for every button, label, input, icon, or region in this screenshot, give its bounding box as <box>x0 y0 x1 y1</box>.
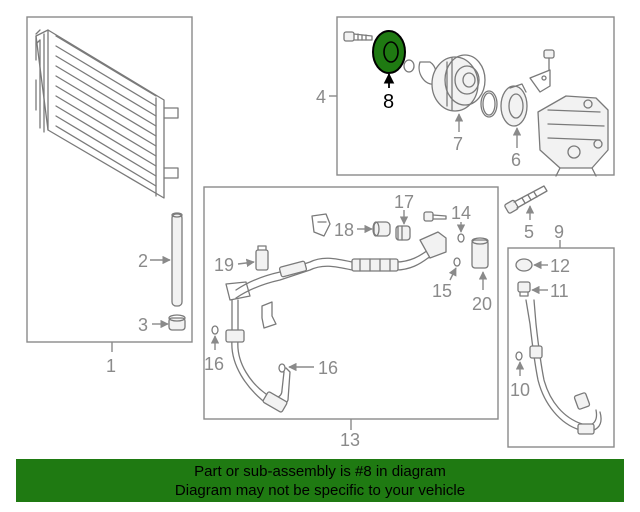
condenser-box <box>26 16 193 343</box>
pulley-icon <box>431 54 486 112</box>
callout-15[interactable]: 15 <box>432 281 452 301</box>
callout-3[interactable]: 3 <box>138 315 148 335</box>
drier-cap-icon <box>168 314 186 331</box>
callout-14[interactable]: 14 <box>451 203 471 223</box>
callout-16b[interactable]: 16 <box>318 358 338 378</box>
o-ring-10-icon <box>515 351 523 361</box>
bracket-icon <box>529 49 555 93</box>
callout-8-highlighted[interactable]: 8 <box>383 91 394 113</box>
callout-1[interactable]: 1 <box>106 356 116 376</box>
pressure-switch-20-icon <box>471 237 489 269</box>
callout-20[interactable]: 20 <box>472 294 492 314</box>
compressor-group <box>336 16 615 177</box>
condenser-icon <box>35 29 179 199</box>
callout-16a[interactable]: 16 <box>204 354 224 374</box>
condenser-group <box>26 16 193 343</box>
field-coil-icon <box>500 83 528 127</box>
callout-6[interactable]: 6 <box>511 150 521 170</box>
o-ring-14-icon <box>457 233 465 243</box>
callout-13[interactable]: 13 <box>340 430 360 450</box>
clutch-hub-plate-highlighted <box>372 30 406 74</box>
clutch-bolt-icon <box>343 31 373 42</box>
info-banner: Part or sub-assembly is #8 in diagram Di… <box>16 459 624 502</box>
cap-12-icon <box>515 258 533 272</box>
rear-lines-group <box>507 247 615 448</box>
shim-icon <box>403 59 415 73</box>
banner-line-part: Part or sub-assembly is #8 in diagram <box>194 463 446 480</box>
sensor-19-icon <box>255 245 269 271</box>
callout-10[interactable]: 10 <box>510 380 530 400</box>
suction-hose-icon <box>235 231 447 299</box>
rear-line-icon <box>525 299 602 435</box>
receiver-drier-icon <box>171 212 183 307</box>
callout-5[interactable]: 5 <box>524 222 534 242</box>
o-ring-16b-icon <box>278 363 286 373</box>
liquid-line-icon <box>225 281 291 413</box>
valve-core-11-icon <box>517 281 531 297</box>
lines-box <box>203 186 499 420</box>
callout-2[interactable]: 2 <box>138 251 148 271</box>
valve-17-icon <box>395 225 411 241</box>
callout-18[interactable]: 18 <box>334 220 354 240</box>
callout-7[interactable]: 7 <box>453 134 463 154</box>
o-ring-15-icon <box>453 257 461 267</box>
callout-4[interactable]: 4 <box>316 87 326 107</box>
callout-9[interactable]: 9 <box>554 222 564 242</box>
compressor-body-icon <box>537 95 609 177</box>
fitting-18-icon <box>372 221 391 237</box>
line-bracket-icon <box>261 301 277 329</box>
o-ring-16a-icon <box>211 325 219 335</box>
parts-diagram: 1 2 3 4 8 7 6 5 9 12 11 10 13 14 15 16 1… <box>26 16 615 450</box>
compressor-mount-bolt-icon <box>504 185 548 214</box>
callouts: 1 2 3 4 8 7 6 5 9 12 11 10 13 14 15 16 1… <box>106 87 570 450</box>
lines-group <box>203 186 499 420</box>
callout-11[interactable]: 11 <box>550 281 569 301</box>
callout-12[interactable]: 12 <box>550 256 570 276</box>
rear-lines-box <box>507 247 615 448</box>
retaining-ring-icon <box>480 90 498 118</box>
callout-17[interactable]: 17 <box>394 192 414 212</box>
callout-19[interactable]: 19 <box>214 255 234 275</box>
leader-lines <box>111 72 561 430</box>
hose-clip-icon <box>311 213 331 237</box>
small-bolt-icon <box>423 211 447 222</box>
banner-line-disclaimer: Diagram may not be specific to your vehi… <box>174 482 466 499</box>
